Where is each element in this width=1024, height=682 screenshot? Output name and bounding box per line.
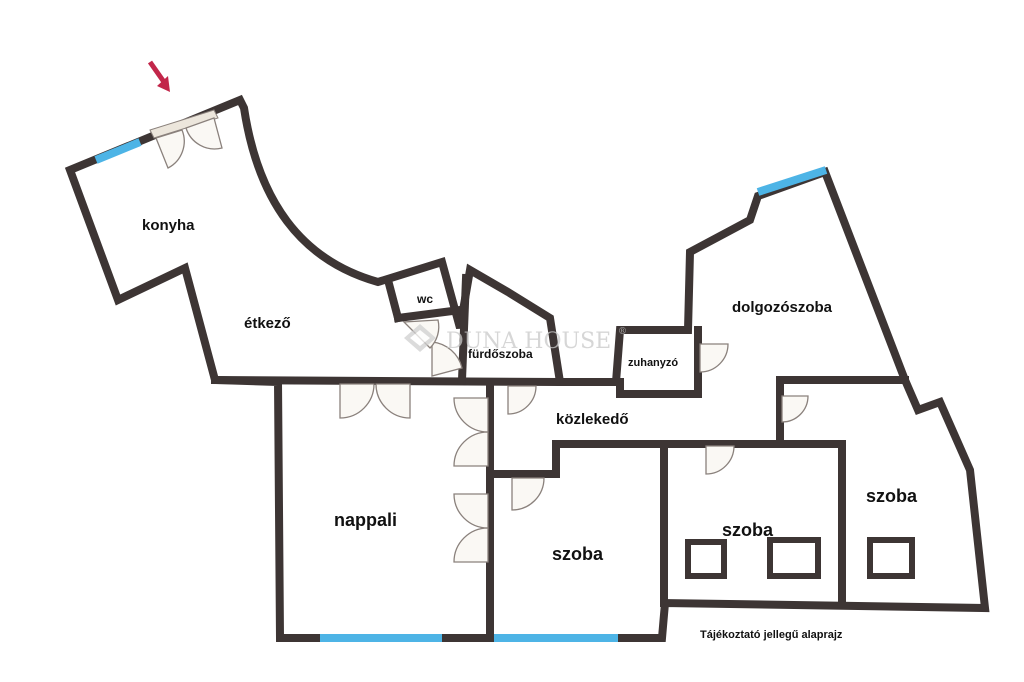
label-wc: wc bbox=[416, 292, 433, 306]
watermark-brand: DUNA HOUSE bbox=[446, 329, 611, 354]
duna-house-watermark: DUNA HOUSE ® bbox=[404, 324, 627, 354]
door-living-double bbox=[339, 383, 411, 419]
label-szoba-3: szoba bbox=[866, 486, 918, 506]
label-furdoszoba: fürdőszoba bbox=[468, 347, 533, 361]
entrance-arrow-icon bbox=[147, 60, 170, 92]
duna-house-logo-icon bbox=[404, 324, 436, 352]
door-living-side-1 bbox=[453, 397, 489, 467]
label-szoba-1: szoba bbox=[552, 544, 604, 564]
door-room-1 bbox=[511, 477, 545, 511]
interior-walls bbox=[210, 273, 909, 640]
outer-walls bbox=[64, 94, 990, 642]
label-nappali: nappali bbox=[334, 510, 397, 530]
doors bbox=[149, 109, 809, 563]
label-etkezo: étkező bbox=[244, 315, 291, 332]
watermark-registered-mark: ® bbox=[618, 327, 627, 337]
door-room-3 bbox=[781, 395, 809, 423]
label-dolgozoszoba: dolgozószoba bbox=[732, 299, 833, 316]
label-szoba-2: szoba bbox=[722, 520, 774, 540]
plan-caption: Tájékoztató jellegű alaprajz bbox=[700, 629, 843, 641]
windows bbox=[94, 138, 828, 642]
room-labels: konyha étkező wc fürdőszoba zuhanyzó dol… bbox=[142, 217, 918, 564]
furniture-box bbox=[767, 537, 821, 579]
furniture-box bbox=[685, 539, 727, 579]
door-entrance bbox=[149, 109, 223, 169]
furniture-box bbox=[867, 537, 915, 579]
label-konyha: konyha bbox=[142, 217, 195, 234]
window-study bbox=[756, 166, 828, 196]
door-room-2 bbox=[705, 445, 735, 475]
door-shower bbox=[699, 343, 729, 373]
label-zuhanyzo: zuhanyzó bbox=[628, 357, 678, 369]
label-kozlekedo: közlekedő bbox=[556, 411, 629, 428]
door-living-side-2 bbox=[453, 493, 489, 563]
door-hall-1 bbox=[507, 385, 537, 415]
furniture bbox=[685, 537, 915, 579]
window-kitchen bbox=[94, 138, 142, 164]
